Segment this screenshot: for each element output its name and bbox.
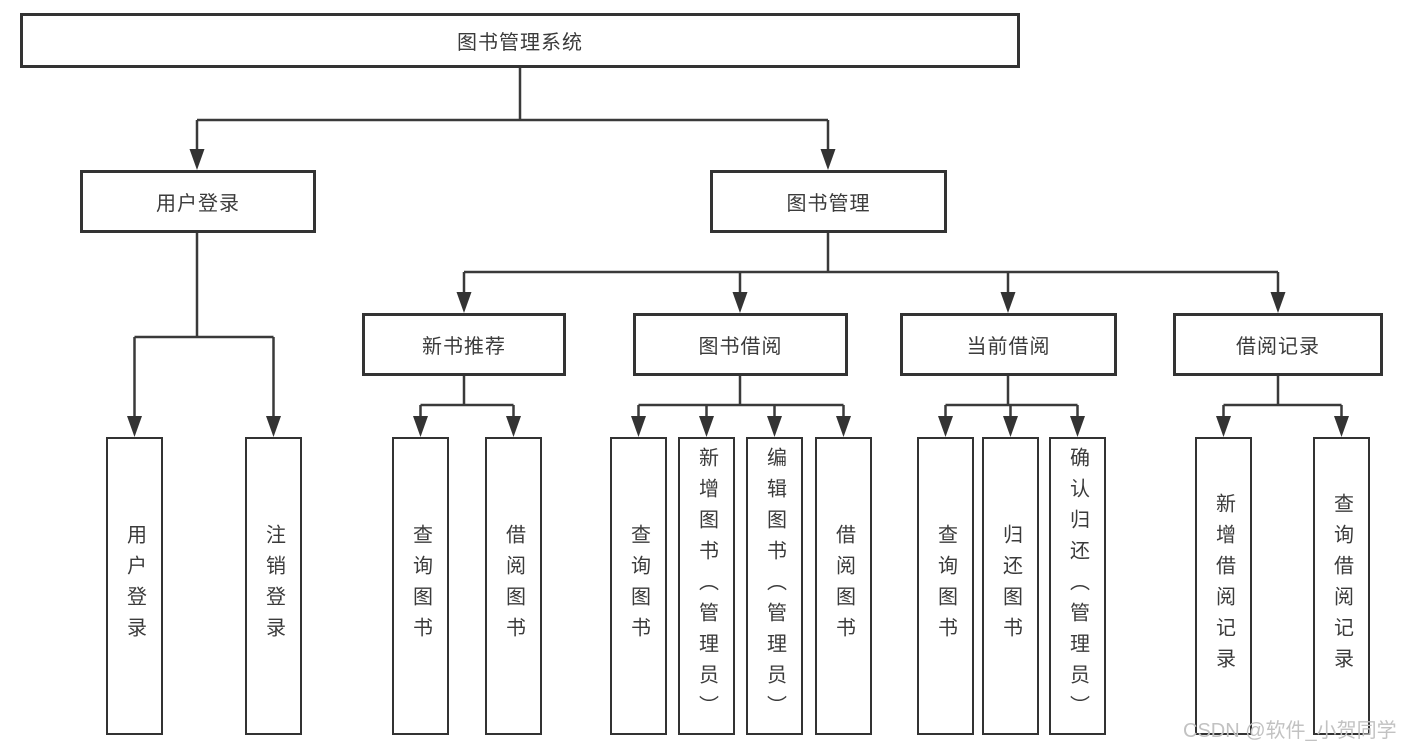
node-label: 查询借阅记录 [1330, 493, 1353, 679]
edge-root-to-level2 [195, 68, 830, 152]
arrow-down-icon [1216, 416, 1231, 437]
leaf-query-books-rec: 查询图书 [392, 437, 449, 735]
arrow-down-icon [266, 416, 281, 437]
arrow-down-icon [1334, 416, 1349, 437]
node-label: 新增图书（管理员） [695, 446, 718, 726]
node-label: 借阅图书 [832, 524, 855, 648]
node-label: 图书管理 [786, 193, 871, 215]
edge-borrow-records-to-children [1222, 376, 1343, 419]
edge-new-rec-to-children [419, 376, 515, 419]
arrow-down-icon [1000, 292, 1016, 313]
node-book-management: 图书管理 [710, 170, 947, 233]
arrow-down-icon [836, 416, 851, 437]
leaf-return-books: 归还图书 [982, 437, 1039, 735]
leaf-logout: 注销登录 [245, 437, 302, 735]
node-label: 注销登录 [262, 524, 285, 648]
node-label: 借阅记录 [1236, 336, 1320, 358]
arrow-down-icon [1003, 416, 1018, 437]
arrow-down-icon [820, 149, 836, 170]
node-label: 确认归还（管理员） [1066, 446, 1089, 726]
node-user-login: 用户登录 [80, 170, 316, 233]
leaf-confirm-return-admin: 确认归还（管理员） [1049, 437, 1106, 735]
node-label: 查询图书 [409, 524, 432, 648]
node-borrowing-records: 借阅记录 [1173, 313, 1383, 376]
node-label: 新书推荐 [422, 336, 506, 358]
leaf-query-books-borrow: 查询图书 [610, 437, 667, 735]
arrow-down-icon [699, 416, 714, 437]
csdn-watermark: CSDN @软件_小贺同学 [1183, 720, 1397, 742]
arrow-down-icon [456, 292, 472, 313]
edge-book-mgmt-to-level3 [462, 233, 1280, 295]
arrow-down-icon [189, 149, 205, 170]
leaf-user-login: 用户登录 [106, 437, 163, 735]
arrow-down-icon [1270, 292, 1286, 313]
node-label: 图书管理系统 [457, 32, 583, 54]
node-label: 查询图书 [934, 524, 957, 648]
leaf-borrow-books-rec: 借阅图书 [485, 437, 542, 735]
leaf-borrow-books: 借阅图书 [815, 437, 872, 735]
node-current-borrowing: 当前借阅 [900, 313, 1117, 376]
edge-book-borrow-to-children [637, 376, 845, 419]
arrow-down-icon [732, 292, 748, 313]
arrow-down-icon [506, 416, 521, 437]
node-label: 新增借阅记录 [1212, 493, 1235, 679]
node-label: 借阅图书 [502, 524, 525, 648]
arrow-down-icon [1070, 416, 1085, 437]
edge-user-login-to-children [133, 233, 275, 419]
node-new-book-recommendation: 新书推荐 [362, 313, 566, 376]
node-label: 用户登录 [156, 193, 240, 215]
arrow-down-icon [767, 416, 782, 437]
node-label: 查询图书 [627, 524, 650, 648]
node-label: 用户登录 [123, 524, 146, 648]
leaf-query-borrow-record: 查询借阅记录 [1313, 437, 1370, 735]
node-label: 图书借阅 [698, 336, 783, 358]
node-library-management-system: 图书管理系统 [20, 13, 1020, 68]
node-label: 编辑图书（管理员） [763, 446, 786, 726]
arrow-down-icon [127, 416, 142, 437]
node-book-borrowing: 图书借阅 [633, 313, 848, 376]
edge-current-borrow-to-children [944, 376, 1079, 419]
leaf-query-books-current: 查询图书 [917, 437, 974, 735]
leaf-add-books-admin: 新增图书（管理员） [678, 437, 735, 735]
node-label: 归还图书 [999, 524, 1022, 648]
leaf-add-borrow-record: 新增借阅记录 [1195, 437, 1252, 735]
arrow-down-icon [631, 416, 646, 437]
leaf-edit-books-admin: 编辑图书（管理员） [746, 437, 803, 735]
node-label: 当前借阅 [966, 336, 1051, 358]
arrow-down-icon [938, 416, 953, 437]
arrow-down-icon [413, 416, 428, 437]
